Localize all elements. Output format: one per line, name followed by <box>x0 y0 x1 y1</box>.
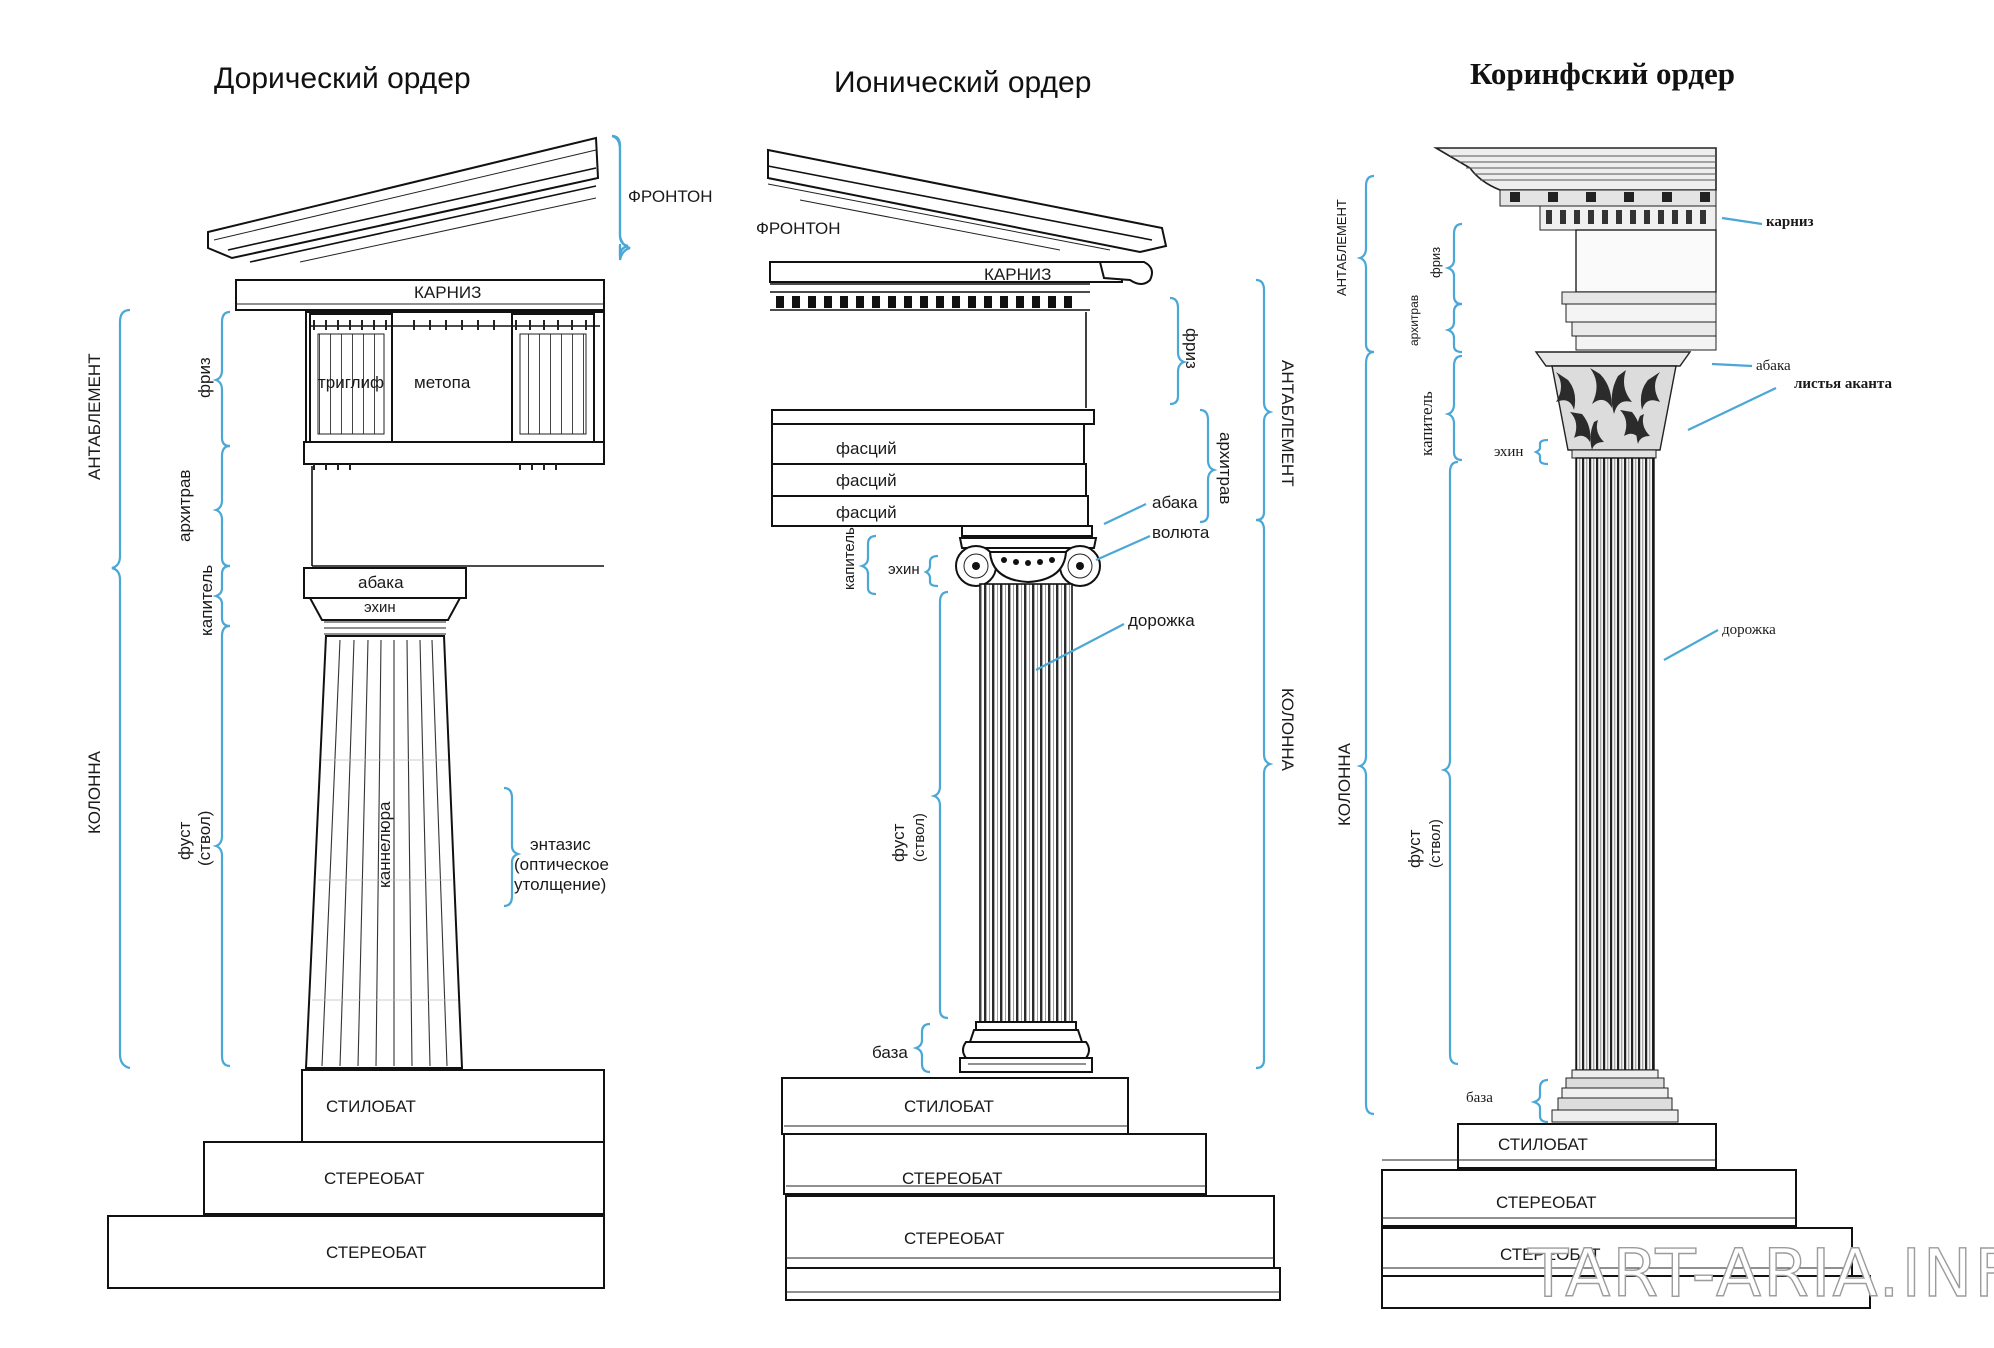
ionic-label-kolonna: КОЛОННА <box>1278 688 1297 772</box>
doric-label-stereobat-1: СТЕРЕОБАТ <box>324 1169 425 1188</box>
doric-label-entazis-1: энтазис <box>530 835 591 854</box>
ionic-capital <box>955 525 1101 587</box>
doric-architrave <box>311 466 604 567</box>
ionic-label-fronton: ФРОНТОН <box>756 219 841 238</box>
doric-label-triglif: триглиф <box>318 373 384 392</box>
ionic-label-stvol: (ствол) <box>911 813 928 862</box>
corinthian-label-baza: база <box>1466 1090 1493 1106</box>
corinthian-capital <box>1534 351 1692 459</box>
ionic-brackets <box>858 278 1274 1074</box>
doric-base-steps <box>107 1069 605 1289</box>
ionic-label-kapitel: капитель <box>841 527 858 590</box>
doric-pediment <box>207 136 600 263</box>
doric-label-kannelyura-v: каннелюра <box>375 801 394 888</box>
corinthian-title: Коринфский ордер <box>1470 56 1735 91</box>
doric-label-karniz: КАРНИЗ <box>414 283 481 302</box>
ionic-label-karniz: КАРНИЗ <box>984 265 1051 284</box>
corinthian-label-arhitrav: архитрав <box>1407 295 1421 346</box>
doric-label-stvol: (ствол) <box>195 811 214 866</box>
doric-order: Дорический ордер <box>85 62 713 1289</box>
doric-label-ehin: эхин <box>364 599 396 616</box>
ionic-label-fasciy-3: фасций <box>836 503 897 522</box>
doric-label-entazis-2: (оптическое <box>514 855 609 874</box>
ionic-label-stereobat-1: СТЕРЕОБАТ <box>902 1169 1003 1188</box>
corinthian-order: Коринфский ордер <box>1334 56 1892 1309</box>
doric-label-friz: фриз <box>195 357 214 398</box>
ionic-label-fasciy-2: фасций <box>836 471 897 490</box>
doric-label-metopa: метопа <box>414 373 471 392</box>
ionic-label-abaka: абака <box>1152 493 1198 512</box>
doric-capital <box>303 567 467 635</box>
corinthian-brackets <box>1356 174 1777 1124</box>
doric-label-antablement: АНТАБЛЕМЕНТ <box>85 353 104 480</box>
doric-label-arhitrav: архитрав <box>175 470 194 542</box>
doric-label-kolonna: КОЛОННА <box>85 750 104 834</box>
doric-label-entazis-3: утолщение) <box>514 875 606 894</box>
doric-brackets <box>111 134 631 1070</box>
doric-label-fust: фуст <box>175 821 194 860</box>
ionic-base-steps <box>781 1077 1281 1301</box>
ionic-order: Ионический ордер <box>756 66 1297 1301</box>
corinthian-base-steps <box>1381 1123 1871 1309</box>
ionic-label-fust: фуст <box>889 823 908 862</box>
corinthian-label-stereobat-2: СТЕРЕОБАТ <box>1500 1245 1601 1264</box>
ionic-label-arhitrav: архитрав <box>1216 432 1235 504</box>
doric-label-stereobat-2: СТЕРЕОБАТ <box>326 1243 427 1262</box>
corinthian-label-stereobat-1: СТЕРЕОБАТ <box>1496 1193 1597 1212</box>
doric-frieze <box>303 311 605 470</box>
ionic-label-voluta: волюта <box>1152 523 1210 542</box>
ionic-pediment <box>767 148 1168 254</box>
corinthian-shaft <box>1575 457 1655 1071</box>
corinthian-label-kolonna: КОЛОННА <box>1335 742 1354 826</box>
corinthian-label-stilobat: СТИЛОБАТ <box>1498 1135 1588 1154</box>
ionic-title: Ионический ордер <box>834 66 1091 99</box>
doric-cornice <box>235 279 605 311</box>
corinthian-label-dorozhka: дорожка <box>1722 622 1776 638</box>
ionic-architrave <box>771 409 1095 527</box>
ionic-label-antablement: АНТАБЛЕМЕНТ <box>1278 360 1297 487</box>
corinthian-label-abaka: абака <box>1756 358 1791 374</box>
corinthian-label-friz: фриз <box>1428 247 1443 278</box>
corinthian-entablature <box>1561 229 1717 351</box>
ionic-label-friz: фриз <box>1182 328 1201 369</box>
doric-shaft <box>304 635 464 1069</box>
corinthian-label-ehin: эхин <box>1494 444 1523 460</box>
ionic-label-dorozhka: дорожка <box>1128 611 1195 630</box>
corinthian-cornice <box>1433 147 1717 231</box>
corinthian-label-listya: листья аканта <box>1794 376 1892 392</box>
watermark: TART-ARIA.INFO <box>1527 1235 1994 1312</box>
doric-label-fronton: ФРОНТОН <box>628 187 713 206</box>
ionic-label-baza: база <box>872 1043 908 1062</box>
ionic-base <box>959 1029 1093 1073</box>
ionic-label-stilobat: СТИЛОБАТ <box>904 1097 994 1116</box>
doric-label-kapitel: капитель <box>197 565 216 636</box>
corinthian-label-fust: фуст <box>1405 829 1424 868</box>
ionic-label-stereobat-2: СТЕРЕОБАТ <box>904 1229 1005 1248</box>
corinthian-label-kapitel: капитель <box>1417 391 1436 456</box>
corinthian-label-antablement: АНТАБЛЕМЕНТ <box>1334 199 1349 296</box>
corinthian-label-stvol: (ствол) <box>1427 819 1444 868</box>
corinthian-label-karniz: карниз <box>1766 214 1814 230</box>
doric-label-abaka: абака <box>358 573 404 592</box>
ionic-label-ehin: эхин <box>888 561 920 578</box>
ionic-shaft <box>975 583 1077 1031</box>
corinthian-base <box>1551 1069 1679 1123</box>
ionic-cornice <box>769 261 1153 311</box>
ionic-label-fasciy-1: фасций <box>836 439 897 458</box>
doric-title: Дорический ордер <box>214 62 471 95</box>
doric-label-stilobat: СТИЛОБАТ <box>326 1097 416 1116</box>
